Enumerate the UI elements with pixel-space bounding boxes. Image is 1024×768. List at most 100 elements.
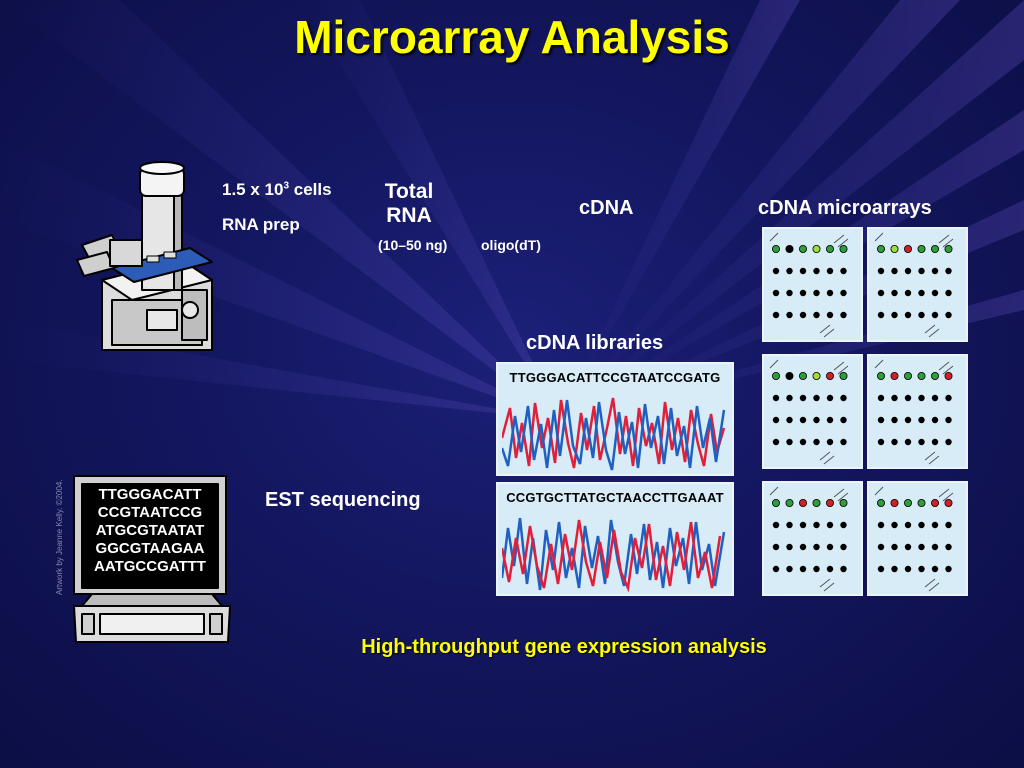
array-spot bbox=[945, 565, 952, 573]
slide-glare bbox=[819, 578, 831, 588]
array-spot bbox=[812, 498, 821, 507]
array-spot bbox=[917, 244, 926, 253]
array-spot bbox=[891, 289, 898, 297]
array-spot bbox=[877, 438, 885, 446]
array-spot bbox=[813, 438, 820, 446]
array-spot bbox=[826, 289, 834, 297]
slide-glare bbox=[874, 486, 884, 496]
slide-glare bbox=[837, 492, 849, 502]
array-spot bbox=[945, 521, 952, 529]
array-spot bbox=[904, 416, 912, 424]
array-spot bbox=[772, 311, 780, 319]
microarray-spots bbox=[769, 486, 849, 592]
microarray-spots bbox=[769, 359, 849, 465]
array-spot bbox=[786, 543, 793, 551]
array-spot bbox=[877, 521, 885, 529]
array-spot bbox=[918, 394, 925, 402]
array-spot bbox=[918, 416, 925, 424]
array-spot bbox=[904, 244, 913, 253]
array-spot bbox=[786, 521, 793, 529]
array-spot bbox=[945, 289, 952, 297]
array-spot bbox=[840, 289, 847, 297]
array-spot bbox=[826, 565, 834, 573]
trace-sequence-text: TTGGGACATTCCGTAATCCGATG bbox=[509, 370, 721, 385]
array-spot bbox=[772, 438, 780, 446]
array-spot bbox=[826, 267, 834, 275]
slide-glare bbox=[769, 486, 779, 496]
array-spot bbox=[890, 371, 899, 380]
array-spot bbox=[813, 565, 820, 573]
array-spot bbox=[891, 416, 898, 424]
array-spot bbox=[931, 267, 939, 275]
microarray-slide bbox=[762, 354, 863, 469]
slide-glare bbox=[819, 451, 831, 461]
array-spot bbox=[772, 267, 780, 275]
slide-glare bbox=[819, 324, 831, 334]
array-spot bbox=[839, 498, 848, 507]
array-spot bbox=[826, 438, 834, 446]
microarray-slide bbox=[867, 227, 968, 342]
array-spot bbox=[826, 521, 834, 529]
cdna-label: cDNA bbox=[579, 197, 634, 219]
microarray-spots bbox=[769, 232, 849, 338]
est-sequencing-label: EST sequencing bbox=[265, 489, 421, 511]
array-spot bbox=[813, 521, 820, 529]
array-spot bbox=[891, 521, 898, 529]
array-spot bbox=[840, 438, 847, 446]
array-spot bbox=[931, 311, 939, 319]
slide-glare bbox=[769, 359, 779, 369]
array-spot bbox=[877, 565, 885, 573]
slide-glare bbox=[924, 578, 936, 588]
array-spot bbox=[904, 394, 912, 402]
array-spot bbox=[945, 438, 952, 446]
array-spot bbox=[772, 543, 780, 551]
array-spot bbox=[918, 438, 925, 446]
array-spot bbox=[771, 498, 780, 507]
microarray-slide bbox=[762, 481, 863, 596]
array-spot bbox=[813, 543, 820, 551]
microarray-spots bbox=[874, 232, 954, 338]
array-spot bbox=[918, 543, 925, 551]
array-spot bbox=[826, 371, 835, 380]
chromatogram-trace bbox=[502, 397, 726, 471]
array-spot bbox=[799, 371, 808, 380]
slide-glare bbox=[874, 232, 884, 242]
array-spot bbox=[931, 521, 939, 529]
array-spot bbox=[772, 521, 780, 529]
array-spot bbox=[918, 565, 925, 573]
array-spot bbox=[812, 371, 821, 380]
array-spot bbox=[877, 311, 885, 319]
array-spot bbox=[826, 498, 835, 507]
microarray-slide bbox=[867, 481, 968, 596]
array-spot bbox=[785, 371, 794, 380]
slide-glare bbox=[942, 365, 954, 375]
array-spot bbox=[813, 311, 820, 319]
array-spot bbox=[840, 416, 847, 424]
array-spot bbox=[944, 371, 953, 380]
array-spot bbox=[945, 267, 952, 275]
array-spot bbox=[945, 543, 952, 551]
slide-glare bbox=[823, 582, 835, 592]
array-spot bbox=[772, 394, 780, 402]
array-spot bbox=[799, 311, 807, 319]
array-spot bbox=[904, 521, 912, 529]
array-spot bbox=[799, 438, 807, 446]
array-spot bbox=[840, 267, 847, 275]
array-spot bbox=[931, 244, 940, 253]
slide-glare bbox=[938, 361, 950, 371]
array-spot bbox=[813, 267, 820, 275]
array-spot bbox=[944, 244, 953, 253]
page-title: Microarray Analysis bbox=[294, 11, 730, 63]
slide-glare bbox=[928, 455, 940, 465]
array-spot bbox=[839, 371, 848, 380]
array-spot bbox=[944, 498, 953, 507]
array-spot bbox=[918, 289, 925, 297]
array-spot bbox=[812, 244, 821, 253]
array-spot bbox=[786, 565, 793, 573]
array-spot bbox=[799, 289, 807, 297]
slide-glare bbox=[823, 328, 835, 338]
array-spot bbox=[826, 244, 835, 253]
slide-glare bbox=[924, 451, 936, 461]
microarray-slide bbox=[867, 354, 968, 469]
array-spot bbox=[840, 543, 847, 551]
